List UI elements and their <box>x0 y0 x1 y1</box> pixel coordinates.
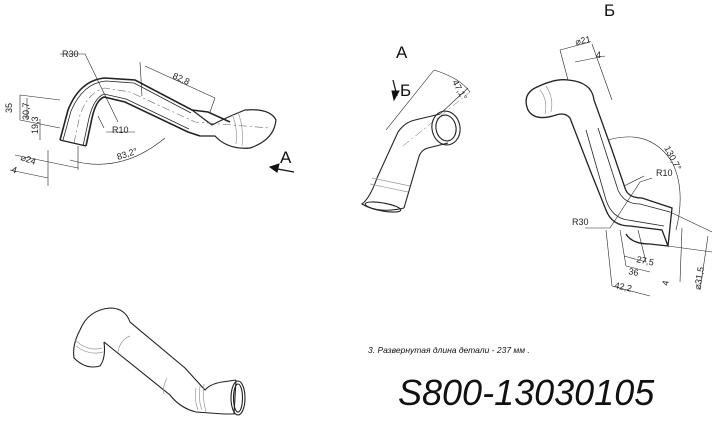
view-b-dim-r30: R30 <box>572 217 589 227</box>
view-b-dim-42-2: 42,2 <box>614 280 633 293</box>
main-dim-30-7: 30,7 <box>21 102 31 120</box>
part-number: S800-13030105 <box>398 372 655 413</box>
main-dim-r10: R10 <box>112 125 129 135</box>
main-dim-length: 82,8 <box>171 71 191 87</box>
main-dim-35: 35 <box>4 103 14 113</box>
view-b-dim-wall-top: 4 <box>596 50 601 60</box>
view-a-arrow-icon <box>268 163 295 173</box>
view-b-dim-diameter-top: ⌀21 <box>574 34 591 47</box>
view-b-title: Б <box>604 1 615 20</box>
view-a-title: А <box>396 43 408 62</box>
main-dim-19-3: 19,3 <box>30 116 40 134</box>
main-section-view <box>9 53 277 186</box>
view-b-dim-diameter-bottom: ⌀31,5 <box>692 266 706 290</box>
view-a-arrow-label: Б <box>400 81 411 100</box>
main-dim-wall: 4 <box>10 164 18 175</box>
view-b-dim-wall-bottom: 4 <box>660 280 671 287</box>
developed-length-note: 3. Развернутая длина детали - 237 мм . <box>368 345 530 355</box>
view-b-dim-36: 36 <box>628 266 640 278</box>
main-view-arrow-label: А <box>280 148 292 167</box>
isometric-view <box>73 307 246 416</box>
view-a-angle: 47,1° <box>450 78 469 102</box>
view-b-drawing <box>525 41 713 297</box>
view-a-drawing <box>361 69 471 213</box>
view-b-dim-r10: R10 <box>656 168 673 178</box>
main-dim-r30: R30 <box>62 49 79 59</box>
main-dim-diameter: ⌀24 <box>19 152 37 166</box>
view-b-dim-27-5: 27,5 <box>636 254 655 267</box>
view-b-arrow-icon <box>391 79 400 102</box>
